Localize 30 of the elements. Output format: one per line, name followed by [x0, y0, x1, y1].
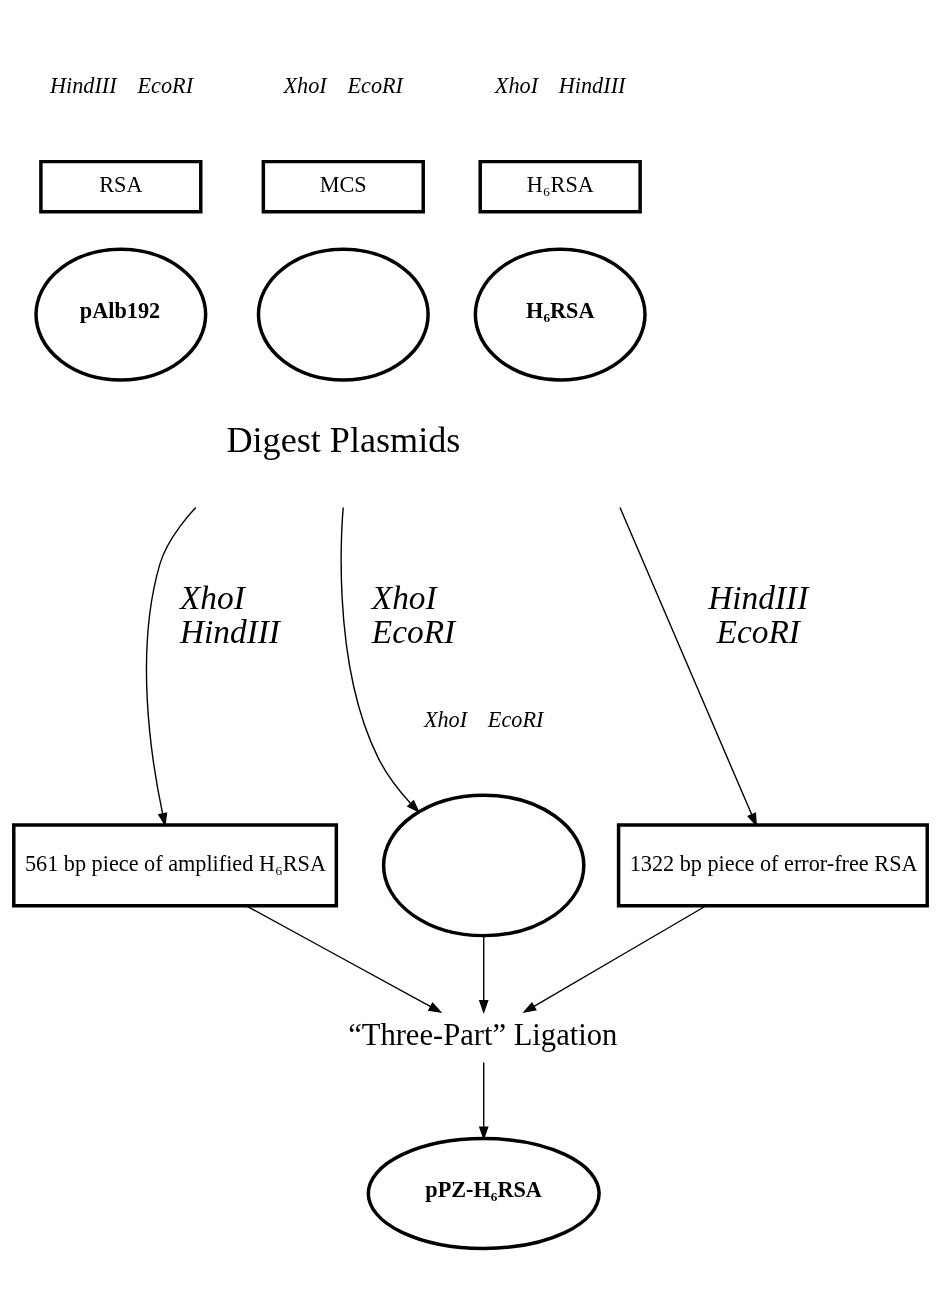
- node-label: XhoI: [494, 72, 539, 98]
- node-label: HindIII: [558, 72, 626, 98]
- node-label: EcoRI: [487, 706, 544, 732]
- arrow: [619, 506, 757, 827]
- edge-label: XhoI EcoRI: [371, 578, 456, 650]
- arrow: [478, 934, 489, 1014]
- edge-label: XhoI HindIII: [179, 578, 280, 650]
- arrow: [245, 904, 443, 1013]
- node-label: XhoI: [423, 706, 468, 732]
- node-ellipse: H₆RSA: [473, 246, 647, 382]
- label: Digest Plasmids: [226, 419, 461, 460]
- arrow: [478, 1061, 489, 1140]
- node-circle: [381, 792, 586, 937]
- node-box: H₆RSA: [478, 159, 642, 213]
- arrow: [145, 506, 197, 827]
- node-ellipse: pAlb192: [34, 246, 208, 382]
- edge-label: HindIII EcoRI: [708, 578, 809, 650]
- node-label: XhoI: [283, 72, 327, 98]
- node-circle: [256, 246, 430, 382]
- node-box: 1322 bp piece of error-free RSA: [616, 822, 929, 907]
- node-box: RSA: [39, 159, 203, 213]
- node-ellipse: pPZ-H₆RSA: [366, 1136, 601, 1250]
- node-label: EcoRI: [137, 72, 194, 98]
- node-box: 561 bp piece of amplified H₆RSA: [12, 822, 339, 907]
- node-box: MCS: [261, 159, 425, 213]
- arrow: [522, 904, 707, 1013]
- node-text: “Three-Part” Ligation: [348, 1017, 618, 1052]
- node-label: HindIII: [49, 72, 117, 98]
- node-label: EcoRI: [347, 72, 404, 98]
- arrow: [340, 506, 420, 813]
